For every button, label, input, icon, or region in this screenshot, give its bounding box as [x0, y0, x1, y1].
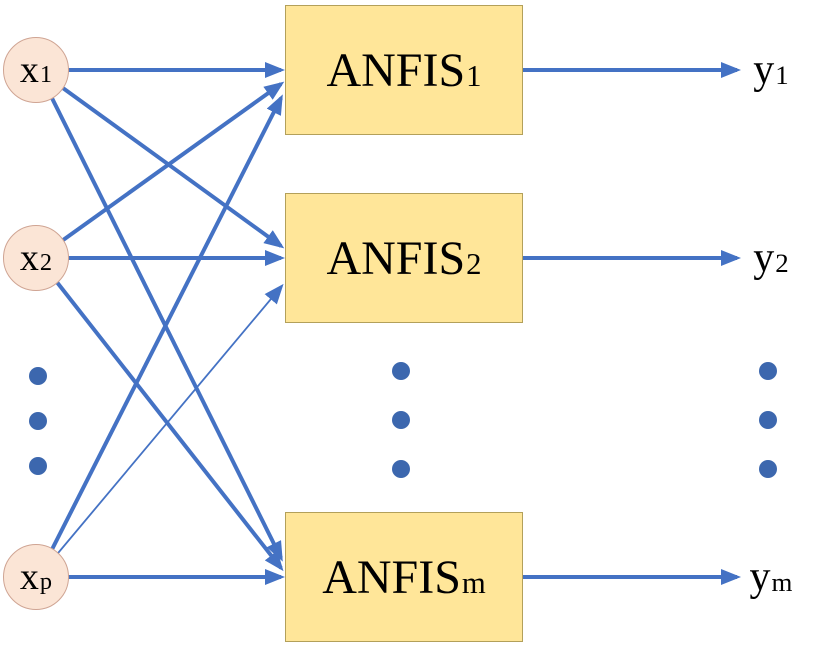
block-label-base: ANFIS — [326, 43, 466, 97]
ellipsis-dot — [392, 362, 410, 380]
ellipsis-inputs — [29, 367, 47, 475]
input-label-base: x — [19, 237, 39, 279]
input-label-sub: 1 — [39, 61, 53, 89]
ellipsis-dot — [392, 411, 410, 429]
arrow-xp-anfis2 — [37, 283, 284, 578]
input-label-base: x — [19, 556, 39, 598]
output-label-base: y — [753, 47, 775, 93]
arrow-x1-anfis2 — [36, 68, 285, 249]
ellipsis-dot — [392, 460, 410, 478]
output-label-base: y — [753, 235, 775, 281]
output-label-sub: 2 — [775, 248, 789, 279]
block-label-base: ANFIS — [322, 550, 461, 604]
ellipsis-dot — [29, 367, 47, 385]
arrow-x2-anfism — [36, 256, 284, 572]
output-label-sub: 1 — [775, 60, 789, 91]
block-label-sub: 1 — [466, 59, 482, 94]
output-label-sub: m — [771, 567, 793, 598]
ellipsis-dot — [29, 457, 47, 475]
block-label-sub: m — [461, 566, 486, 601]
block-label-sub: 2 — [466, 247, 482, 282]
output-label-base: y — [749, 554, 771, 600]
input-label-sub: p — [39, 568, 53, 596]
input-label-sub: 2 — [39, 249, 53, 277]
ellipsis-outputs — [759, 362, 777, 478]
block-label-base: ANFIS — [326, 231, 466, 285]
arrow-xp-anfis1 — [36, 94, 283, 578]
ellipsis-dot — [759, 362, 777, 380]
arrow-x2-anfis1 — [36, 81, 285, 260]
ellipsis-dot — [29, 412, 47, 430]
ellipsis-dot — [759, 460, 777, 478]
input-label-base: x — [19, 49, 39, 91]
arrow-x1-anfism — [36, 69, 283, 562]
ellipsis-dot — [759, 411, 777, 429]
ellipsis-blocks — [392, 362, 410, 478]
